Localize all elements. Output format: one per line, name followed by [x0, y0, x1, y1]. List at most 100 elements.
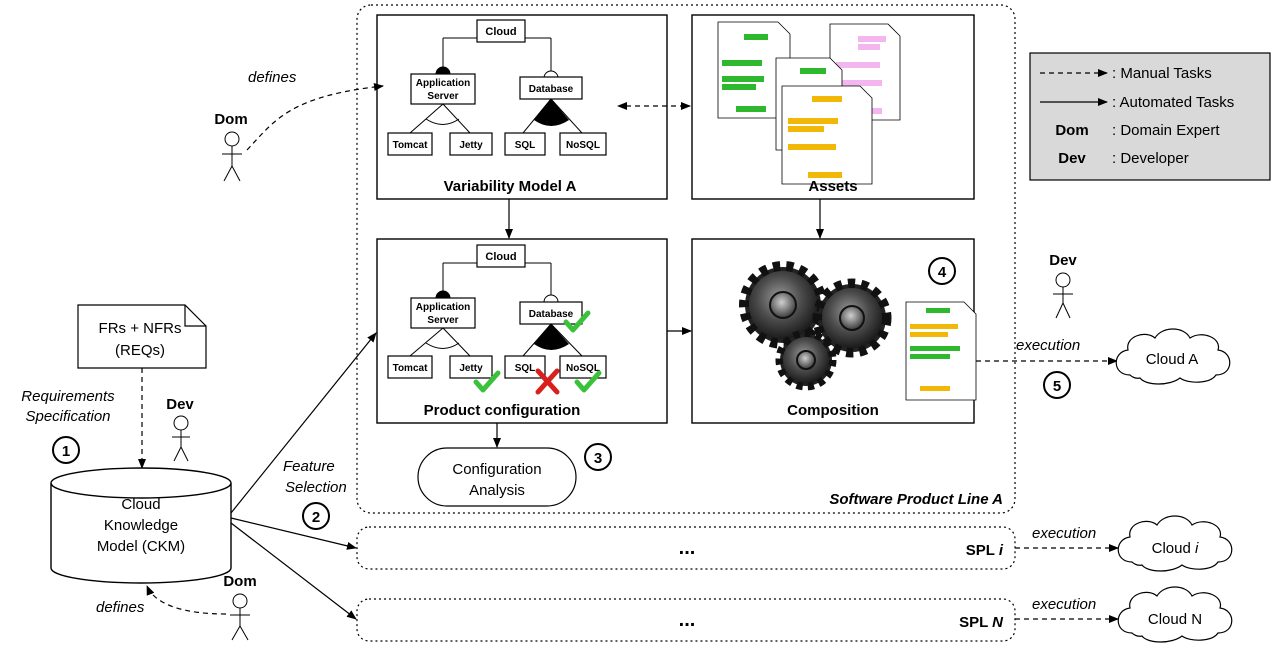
- svg-text:5: 5: [1053, 378, 1061, 395]
- requirements-spec-label-2: Specification: [25, 408, 110, 425]
- step-1-marker: 1: [52, 436, 80, 464]
- composed-config-doc: [905, 301, 977, 401]
- vm-feature-cloud: [476, 19, 526, 43]
- feature-selection-label-2: Selection: [285, 479, 347, 496]
- cloud-icon-i: [1117, 515, 1233, 572]
- pc-feature-application-server: [410, 297, 476, 329]
- pc-feature-cloud: [476, 244, 526, 268]
- check-icon-jetty: [473, 370, 501, 393]
- legend-dev-value: : Developer: [1112, 150, 1189, 167]
- stick-figure-icon-dev-left: [172, 415, 190, 462]
- stick-figure-icon-dom-top: [222, 131, 242, 182]
- spl-n-label: SPL N: [959, 614, 1004, 631]
- arrow-dom-defines-vm: [246, 82, 384, 151]
- composition-panel: Composition: [691, 238, 977, 424]
- check-icon-database: [563, 310, 591, 333]
- vm-feature-cloud-label: Cloud: [485, 26, 516, 38]
- pc-feature-cloud-label: Cloud: [485, 251, 516, 263]
- dom-actor-label-bottom: Dom: [223, 573, 256, 590]
- cloud-a-label: Cloud A: [1146, 351, 1199, 368]
- vm-feature-jetty-label: Jetty: [459, 140, 483, 151]
- spl-n-container: [356, 598, 1016, 642]
- spl-a-title: Software Product Line A: [829, 491, 1003, 508]
- requirements-document: [77, 304, 207, 369]
- variability-model-panel: Cloud Application Server Database Tomcat…: [376, 14, 668, 200]
- defines-label-bottom: defines: [96, 599, 145, 616]
- pc-feature-sql: [504, 355, 546, 379]
- dev-actor-label-left: Dev: [166, 396, 194, 413]
- svg-text:2: 2: [312, 509, 320, 526]
- pc-feature-database-label: Database: [529, 309, 574, 320]
- vm-feature-tomcat: [387, 132, 433, 156]
- vm-or-group-marker: [534, 99, 569, 126]
- arrow-ckm-to-spl-i: [230, 517, 357, 550]
- requirements-doc-line-2: (REQs): [115, 342, 165, 359]
- execution-label-n: execution: [1032, 596, 1096, 613]
- feature-selection-label-1: Feature: [283, 458, 335, 475]
- configuration-analysis-label-1: Configuration: [452, 461, 541, 478]
- legend-manual-label: : Manual Tasks: [1112, 65, 1212, 82]
- ckm-label-3: Model (CKM): [97, 538, 185, 555]
- vm-feature-sql: [504, 132, 546, 156]
- arrow-ckm-to-spl-n: [230, 522, 357, 620]
- variability-model-title: Variability Model A: [444, 178, 577, 195]
- assets-title: Assets: [808, 178, 857, 195]
- execution-label-a: execution: [1016, 337, 1080, 354]
- gear-icon-small: [775, 329, 837, 391]
- stick-figure-icon-dev-right: [1053, 272, 1073, 319]
- pc-feature-tomcat-label: Tomcat: [393, 363, 428, 374]
- asset-doc-1: [717, 21, 791, 119]
- pc-feature-application-server-label-1: Application: [416, 302, 470, 313]
- assets-panel: Assets: [691, 14, 975, 200]
- legend-dom-key: Dom: [1055, 122, 1088, 139]
- execution-label-i: execution: [1032, 525, 1096, 542]
- vm-feature-sql-label: SQL: [515, 140, 536, 151]
- legend-dev-key: Dev: [1058, 150, 1086, 167]
- vm-feature-nosql-label: NoSQL: [566, 140, 600, 151]
- stick-figure-icon-dom-bottom: [230, 593, 250, 641]
- legend-automated-label: : Automated Tasks: [1112, 94, 1234, 111]
- pc-feature-jetty-label: Jetty: [459, 363, 483, 374]
- arrow-ckm-to-spl-a: [230, 332, 377, 514]
- cloud-n-label: Cloud N: [1148, 611, 1202, 628]
- pc-feature-tomcat: [387, 355, 433, 379]
- ckm-database-icon: [50, 467, 232, 584]
- vm-feature-nosql: [559, 132, 607, 156]
- vm-feature-application-server-label-1: Application: [416, 78, 470, 89]
- requirements-doc-line-1: FRs + NFRs: [99, 320, 182, 337]
- spl-a-container: [356, 4, 1016, 514]
- step-5-marker: 5: [1043, 371, 1071, 399]
- vm-feature-database-label: Database: [529, 84, 574, 95]
- cloud-i-label: Cloud i: [1152, 540, 1199, 557]
- check-icon-nosql: [574, 370, 602, 393]
- dom-actor-label-top: Dom: [214, 111, 247, 128]
- step-2-marker: 2: [302, 502, 330, 530]
- vm-feature-application-server-label-2: Server: [427, 91, 458, 102]
- svg-text:1: 1: [62, 443, 70, 460]
- spl-n-ellipsis: ...: [679, 609, 696, 631]
- pc-feature-nosql: [559, 355, 607, 379]
- ckm-label-1: Cloud: [121, 496, 160, 513]
- ckm-label-2: Knowledge: [104, 517, 178, 534]
- defines-label-top: defines: [248, 69, 297, 86]
- cloud-icon-a: [1115, 328, 1231, 385]
- composition-title: Composition: [787, 402, 879, 419]
- configuration-analysis-box: [417, 447, 577, 507]
- legend: : Manual Tasks : Automated Tasks Dom : D…: [1029, 52, 1271, 181]
- step-4-marker: 4: [928, 257, 956, 285]
- legend-dom-value: : Domain Expert: [1112, 122, 1220, 139]
- pc-feature-nosql-label: NoSQL: [566, 363, 600, 374]
- configuration-analysis-label-2: Analysis: [469, 482, 525, 499]
- asset-doc-4: [781, 85, 873, 185]
- cloud-icon-n: [1117, 586, 1233, 643]
- dev-actor-label-right: Dev: [1049, 252, 1077, 269]
- pc-feature-jetty: [449, 355, 493, 379]
- product-configuration-title: Product configuration: [424, 402, 581, 419]
- svg-text:3: 3: [594, 450, 602, 467]
- spl-i-ellipsis: ...: [679, 537, 696, 559]
- gear-icon-large-right: [812, 278, 892, 358]
- step-3-marker: 3: [584, 443, 612, 471]
- requirements-spec-label-1: Requirements: [21, 388, 115, 405]
- arrow-dom-defines-ckm: [146, 585, 227, 615]
